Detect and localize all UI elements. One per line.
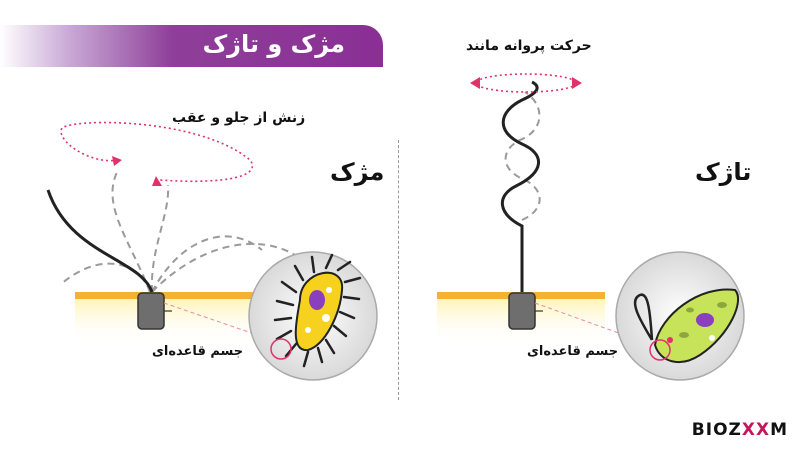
ciliated-cell [273, 253, 362, 368]
banner-title: مژک و تاژک [202, 30, 345, 58]
cilia-motion-arrow [60, 121, 254, 183]
flagella-basal-body [508, 292, 536, 330]
cilia-title: مژک [330, 158, 385, 186]
flagella-arrowhead-left [470, 77, 480, 89]
flagella-arrowhead-right [572, 77, 582, 89]
biozoom-logo: BIOZXXM [691, 420, 788, 440]
cilia-basal-body [137, 292, 165, 330]
flagellum-strand [500, 80, 541, 292]
cilia-motion-label: زنش از جلو و عقب [172, 110, 306, 126]
title-banner [0, 25, 383, 67]
flagella-focus-ring [649, 339, 671, 361]
cilia-arrowhead-right [152, 176, 162, 186]
cilia-basal-body-label: جسم قاعده‌ای [152, 344, 244, 359]
flagella-basal-body-label: جسم قاعده‌ای [527, 344, 619, 359]
flagella-motion-label: حرکت پروانه مانند [466, 38, 592, 54]
flagella-rotation-arrow [475, 73, 577, 93]
cilia-arrowhead-left [112, 156, 122, 166]
cilia-ghost-strokes [59, 169, 301, 293]
flagellated-cell [633, 288, 740, 364]
cilium-strand [46, 189, 154, 293]
cilia-pointer-line [163, 302, 273, 341]
center-divider [398, 140, 399, 400]
flagella-title: تاژک [695, 158, 752, 186]
cilia-focus-ring [270, 338, 292, 360]
